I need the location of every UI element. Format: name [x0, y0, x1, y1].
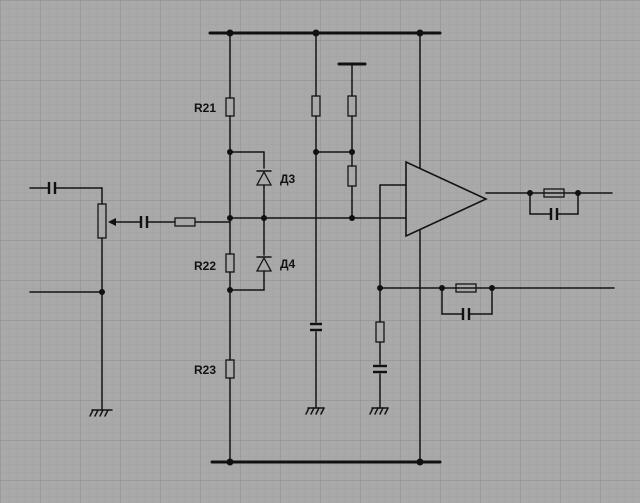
resistor-output	[543, 188, 565, 198]
left-divider-chain	[225, 32, 235, 463]
label-r22: R22	[194, 259, 216, 273]
junction-dots	[99, 29, 581, 466]
label-d4: Д4	[280, 257, 296, 271]
wiper-arrow-icon	[108, 218, 116, 226]
output-rc-network	[485, 188, 613, 220]
inverting-input-network	[369, 184, 615, 415]
label-r23: R23	[194, 363, 216, 377]
resistor-lower-rc	[455, 283, 477, 293]
label-r21: R21	[194, 101, 216, 115]
operational-amplifier	[405, 160, 488, 238]
right-bias-column	[315, 62, 367, 219]
input-network	[29, 182, 231, 417]
label-d3: Д3	[280, 172, 296, 186]
lower-rc-network	[441, 283, 493, 320]
